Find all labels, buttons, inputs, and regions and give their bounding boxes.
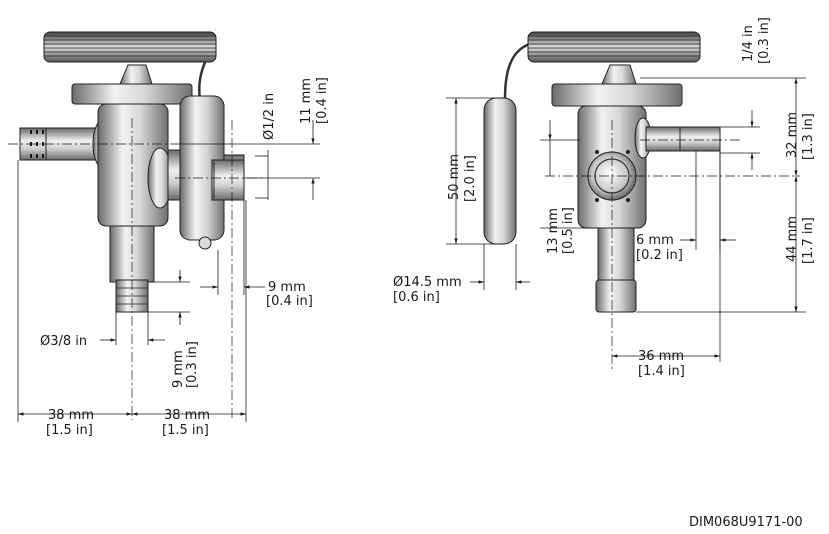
dim-d3-mm: 9 mm [268,280,306,295]
dim-d12-mm: 1/4 in [741,25,756,62]
dim-d7-mm: 38 mm [164,408,210,423]
dim-d6-mm: 38 mm [48,408,94,423]
dim-d5-mm: 9 mm [171,350,186,388]
dimension-labels-left: Ø1/2 in 11 mm [0.4 in] 9 mm [0.4 in] Ø3/… [40,77,330,438]
dim-d3-in: [0.4 in] [266,294,313,309]
dim-d13-in: [1.3 in] [801,113,816,160]
dim-d11-mm: 6 mm [636,233,674,248]
dim-d10-in: [0.5 in] [561,207,576,254]
dim-d14-mm: 44 mm [785,216,800,262]
dim-d7-in: [1.5 in] [162,423,209,438]
dim-d6-in: [1.5 in] [46,423,93,438]
dimension-lines-left [17,120,320,422]
dim-d8-in: [2.0 in] [463,155,478,202]
dim-d2-mm: 11 mm [299,78,314,124]
dim-d2-in: [0.4 in] [315,77,330,124]
dim-d9-in: [0.6 in] [393,290,440,305]
capillary-coil-left [43,31,217,101]
dim-d1-label: Ø1/2 in [262,93,277,140]
dim-d15-mm: 36 mm [638,349,684,364]
dimension-lines-right [446,77,806,362]
dim-d12-in: [0.3 in] [757,17,772,64]
dim-d8-mm: 50 mm [447,154,462,200]
valve-front-view [483,31,721,313]
dim-d15-in: [1.4 in] [638,364,685,379]
dimension-labels-right: 50 mm [2.0 in] Ø14.5 mm [0.6 in] 13 mm [… [393,17,816,379]
dim-d9-mm: Ø14.5 mm [393,275,462,290]
dim-d5-in: [0.3 in] [185,341,200,388]
dim-d14-in: [1.7 in] [801,217,816,264]
drawing-reference-number: DIM068U9171-00 [689,515,803,530]
dim-d10-mm: 13 mm [546,208,561,254]
dim-d11-in: [0.2 in] [636,248,683,263]
dim-d4-label: Ø3/8 in [40,334,87,349]
dim-d13-mm: 32 mm [785,112,800,158]
valve-side-view [19,31,245,313]
